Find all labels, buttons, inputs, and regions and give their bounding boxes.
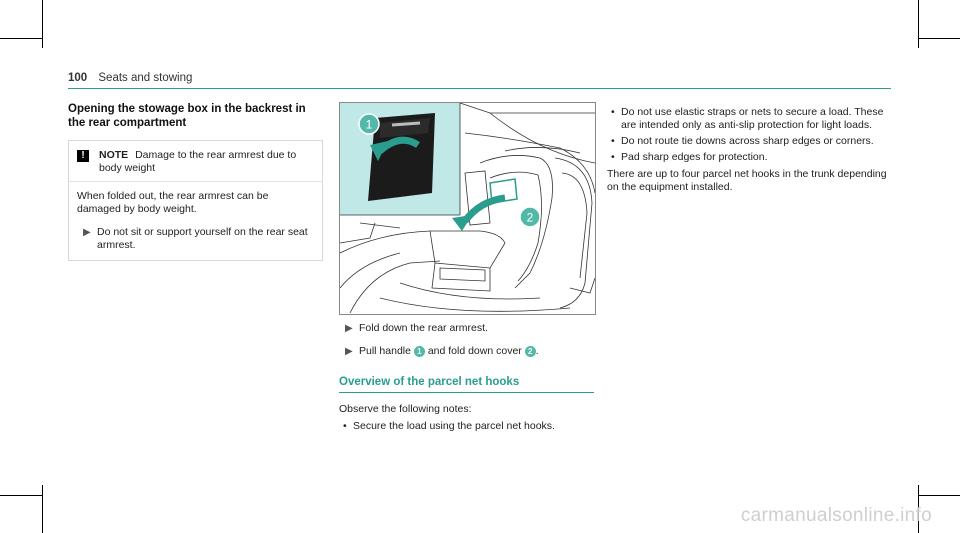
step-arrow-icon: ▶ <box>345 323 353 334</box>
paragraph: There are up to four parcel net hooks in… <box>607 168 887 193</box>
watermark: carmanualsonline.info <box>740 505 932 526</box>
note-description: When folded out, the rear armrest can be… <box>77 190 269 215</box>
column-middle: ▶ Fold down the rear armrest. ▶ Pull han… <box>339 322 594 435</box>
bullet-list: Do not use elastic straps or nets to sec… <box>607 106 892 164</box>
crop-mark <box>42 0 43 48</box>
callout-1: 1 <box>366 118 373 132</box>
note-step-text: Do not sit or support yourself on the re… <box>97 226 308 251</box>
step-text: Fold down the rear armrest. <box>359 322 488 334</box>
note-step: ▶ Do not sit or support yourself on the … <box>77 226 314 252</box>
list-item: Do not use elastic straps or nets to sec… <box>607 106 892 132</box>
illustration-svg: 1 2 <box>340 103 595 314</box>
bullet-list: Secure the load using the parcel net hoo… <box>339 420 594 433</box>
illustration-rear-armrest: 1 2 <box>339 102 596 315</box>
step-text-part: . <box>535 345 539 357</box>
subsection-heading: Opening the stowage box in the backrest … <box>68 103 306 129</box>
note-box: ! NOTE Damage to the rear armrest due to… <box>68 140 323 261</box>
crop-mark <box>918 485 919 533</box>
column-right: Do not use elastic straps or nets to sec… <box>607 102 892 194</box>
column-left: Opening the stowage box in the backrest … <box>68 102 323 261</box>
page-header: 100 Seats and stowing <box>68 72 192 84</box>
note-label: NOTE <box>99 149 129 161</box>
step-arrow-icon: ▶ <box>83 227 91 238</box>
page-number: 100 <box>68 72 88 84</box>
step-pull-handle: ▶ Pull handle 1 and fold down cover 2. <box>339 345 594 358</box>
list-item: Secure the load using the parcel net hoo… <box>339 420 594 433</box>
note-body: When folded out, the rear armrest can be… <box>69 181 322 260</box>
callout-badge-2: 2 <box>524 345 536 357</box>
note-title-text: Damage to the rear armrest due to body w… <box>99 149 297 174</box>
callout-2: 2 <box>527 211 534 225</box>
intro-text: Observe the following notes: <box>339 403 472 415</box>
list-item: Do not route tie downs across sharp edge… <box>607 135 892 148</box>
note-header: ! NOTE Damage to the rear armrest due to… <box>69 141 322 181</box>
step-fold-armrest: ▶ Fold down the rear armrest. <box>339 322 594 335</box>
callout-badge-1: 1 <box>413 345 425 357</box>
crop-mark <box>918 0 919 48</box>
crop-mark <box>42 485 43 533</box>
section-heading: Overview of the parcel net hooks <box>339 376 594 393</box>
crop-mark <box>918 38 960 39</box>
header-divider <box>68 88 891 89</box>
crop-mark <box>918 495 960 496</box>
crop-mark <box>0 38 42 39</box>
step-arrow-icon: ▶ <box>345 346 353 357</box>
step-text: Pull handle 1 and fold down cover 2. <box>359 345 539 358</box>
exclamation-icon: ! <box>77 150 89 162</box>
step-text-part: and fold down cover <box>427 345 522 357</box>
section-title: Seats and stowing <box>98 72 193 84</box>
note-heading: NOTE Damage to the rear armrest due to b… <box>99 149 314 175</box>
step-text-part: Pull handle <box>359 345 411 357</box>
list-item: Pad sharp edges for protection. <box>607 151 892 164</box>
crop-mark <box>0 495 42 496</box>
